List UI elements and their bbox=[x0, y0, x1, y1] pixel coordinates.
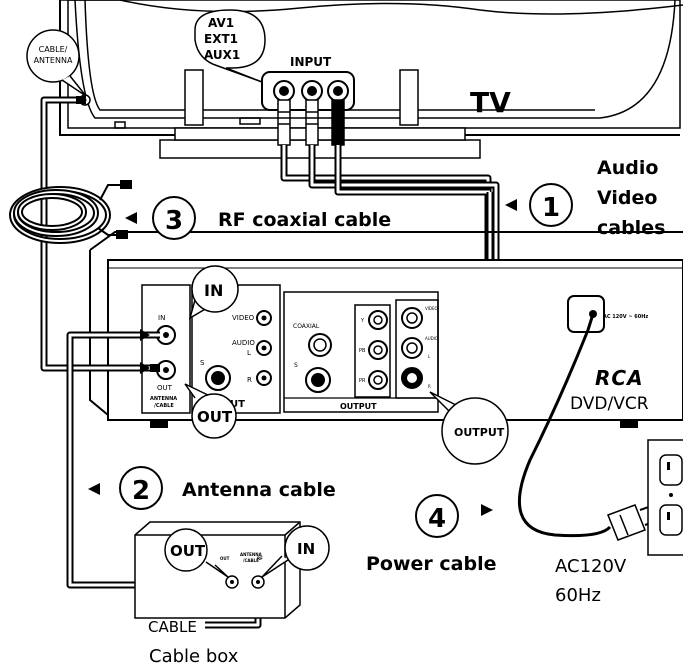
cable-box-title: Cable box bbox=[149, 646, 239, 666]
callout-in-dvd: IN bbox=[188, 265, 239, 320]
dvd-audio-label: AUDIO bbox=[232, 339, 255, 347]
step-2-label: Antenna cable bbox=[182, 479, 336, 501]
step-1: 1 Audio Video cables bbox=[505, 157, 665, 239]
ac-inlet bbox=[567, 295, 605, 333]
box-antenna-label: ANTENNA bbox=[240, 552, 263, 557]
box-rf-label: RF bbox=[257, 556, 263, 561]
callout-in-box: IN bbox=[261, 525, 330, 578]
step-4: 4 Power cable bbox=[366, 494, 497, 575]
step-1-number: 1 bbox=[542, 193, 560, 223]
callout-out-dvd: OUT bbox=[184, 383, 237, 439]
dvd-output-label: OUTPUT bbox=[340, 402, 377, 411]
tv: TV INPUT VIDEO AUDIO R AV1 EXT1 AUX1 CAB… bbox=[26, 0, 683, 159]
box-cable-label: CABLE bbox=[148, 618, 197, 636]
box-out-small-label: OUT bbox=[220, 556, 230, 561]
tv-cable-antenna-label-2: ANTENNA bbox=[34, 56, 73, 65]
callout-out-label: OUT bbox=[197, 408, 233, 426]
dvd-video-label: VIDEO bbox=[232, 314, 255, 322]
callout-output-label: OUTPUT bbox=[454, 426, 505, 439]
power-spec-line-1: AC120V bbox=[555, 556, 627, 577]
step-3-label: RF coaxial cable bbox=[218, 209, 391, 231]
dvd-out-l-label: L bbox=[428, 354, 431, 359]
dvd-pr-label: PR bbox=[359, 378, 366, 384]
step-3: 3 RF coaxial cable bbox=[125, 196, 391, 240]
dvd-audio-l-label: L bbox=[247, 349, 251, 357]
tv-label: TV bbox=[470, 86, 511, 119]
model-label: DVD/VCR bbox=[570, 394, 649, 414]
step-1-label-line-2: Video bbox=[597, 187, 657, 209]
tv-input-names-bubble bbox=[194, 9, 266, 83]
box-cable-small-label: /CABLE bbox=[243, 558, 259, 563]
dvd-audio-r-label: R bbox=[247, 376, 252, 384]
dvd-in-label: IN bbox=[158, 314, 165, 322]
dvd-antenna-cable-label-1: ANTENNA bbox=[150, 396, 177, 402]
step-1-label-line-1: Audio bbox=[597, 157, 658, 179]
dvd-out-label: OUT bbox=[157, 384, 173, 392]
dvd-out-r-label: R bbox=[428, 384, 431, 389]
power-cable-route bbox=[517, 313, 683, 556]
dvd-coaxial-label: COAXIAL bbox=[293, 323, 320, 330]
power-spec-line-2: 60Hz bbox=[555, 585, 601, 606]
callout-output-dvd: OUTPUT bbox=[429, 391, 509, 465]
callout-out-box: OUT bbox=[164, 528, 229, 578]
dvd-out-video-label: VIDEO bbox=[425, 306, 438, 311]
brand-logo: RCA bbox=[595, 366, 644, 390]
callout-box-in-label: IN bbox=[297, 540, 315, 558]
dvd-y-label: Y bbox=[360, 318, 365, 324]
dvd-s-label: S bbox=[200, 359, 205, 367]
antenna-panel bbox=[141, 284, 191, 414]
dvd-pb-label: PB bbox=[359, 348, 366, 354]
callout-in-label: IN bbox=[204, 281, 223, 300]
tv-input-name-ext1: EXT1 bbox=[204, 32, 238, 46]
dvd-vcr: IN OUT ANTENNA /CABLE VIDEO AUDIO L R S … bbox=[89, 231, 683, 428]
callout-box-out-label: OUT bbox=[170, 542, 206, 560]
step-2: 2 Antenna cable bbox=[88, 466, 336, 510]
step-1-label-line-3: cables bbox=[597, 217, 665, 239]
rf-coil-cable-icon bbox=[9, 180, 132, 244]
tv-input-name-av1: AV1 bbox=[208, 16, 234, 30]
tv-cable-antenna-bubble bbox=[26, 29, 80, 83]
cable-box: OUT ANTENNA /CABLE RF CABLE Cable box bbox=[134, 521, 301, 667]
step-4-label: Power cable bbox=[366, 553, 497, 575]
dvd-output-s-label: S bbox=[294, 362, 298, 369]
step-2-number: 2 bbox=[132, 476, 150, 506]
ac-label: AC 120V ~ 60Hz bbox=[603, 314, 648, 320]
step-3-number: 3 bbox=[165, 206, 183, 236]
tv-input-name-aux1: AUX1 bbox=[204, 48, 240, 62]
dvd-input-partial-label: UT bbox=[230, 399, 245, 410]
tv-input-label: INPUT bbox=[290, 55, 332, 69]
dvd-antenna-cable-label-2: /CABLE bbox=[154, 403, 174, 409]
step-4-number: 4 bbox=[428, 504, 446, 534]
dvd-out-audio-label: AUDIO bbox=[425, 336, 438, 341]
tv-cable-antenna-label-1: CABLE/ bbox=[39, 45, 68, 54]
